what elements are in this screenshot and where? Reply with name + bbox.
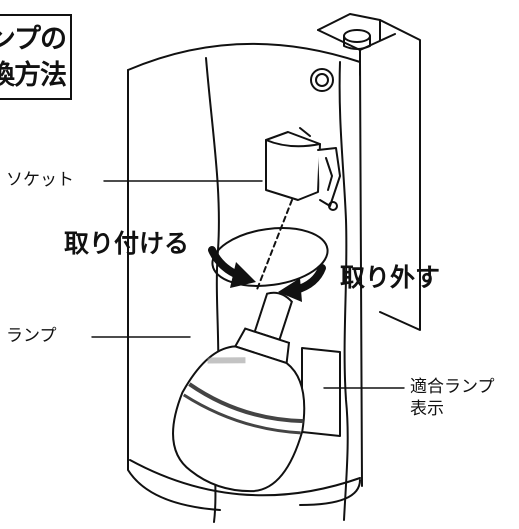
title-box: ンプの 換方法: [0, 14, 72, 100]
lamp-label: ランプ: [6, 326, 57, 346]
socket: [265, 127, 341, 211]
top-knob: [343, 29, 371, 50]
socket-label: ソケット: [6, 170, 74, 190]
title-line-1: ンプの: [0, 24, 67, 55]
title-line-2: 換方法: [0, 60, 67, 91]
compatible-lamp-label-2: 表示: [410, 399, 444, 419]
lamp-bulb: [172, 291, 306, 493]
remove-arrow: [278, 264, 326, 302]
alignment-line: [255, 199, 293, 293]
mounting-nut: [310, 68, 334, 92]
compatible-lamp-label-1: 適合ランプ: [410, 377, 495, 397]
compatible-lamp-plate: [301, 347, 341, 437]
cylinder-shade: [127, 42, 363, 523]
attach-label: 取り付ける: [64, 229, 190, 258]
attach-arrow: [208, 246, 256, 288]
rotation-ellipse: [211, 227, 329, 287]
remove-label: 取り外す: [340, 263, 441, 292]
